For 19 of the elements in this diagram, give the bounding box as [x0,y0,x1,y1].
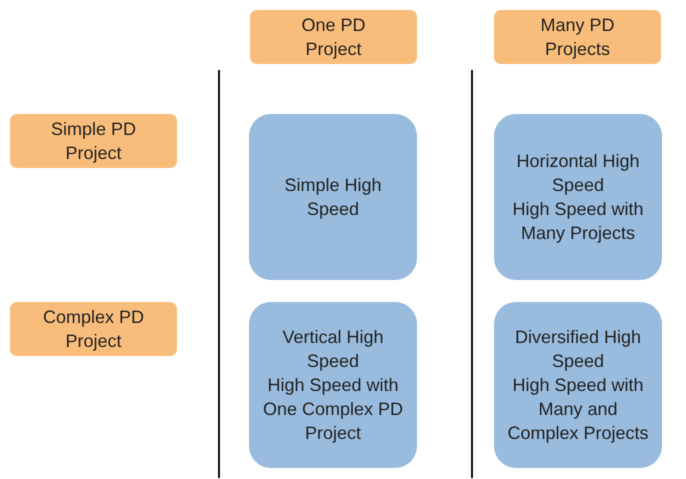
quadrant-text: Simple High Speed [283,174,383,221]
quadrant-text: High Speed with One Complex PD Project [262,374,404,445]
quadrant-box [249,114,417,280]
quadrant-text: Diversified High Speed [514,326,642,373]
column-header [250,10,417,64]
header-text: Complex PD Project [42,306,146,353]
quadrant-text: High Speed with Many and Complex Projects [506,374,650,445]
quadrant-box [494,302,662,468]
quadrant-text: Horizontal High Speed [515,150,641,197]
row-header [10,302,177,356]
header-text: Simple PD Project [50,118,138,165]
quadrant-text: High Speed with Many Projects [511,198,645,245]
column-header [494,10,661,64]
row-header [10,114,177,168]
header-text: Many PD Projects [539,14,616,61]
quadrant-text: Vertical High Speed [281,326,385,373]
header-text: One PD Project [300,14,367,61]
quadrant-box [494,114,662,280]
quadrant-box [249,302,417,468]
